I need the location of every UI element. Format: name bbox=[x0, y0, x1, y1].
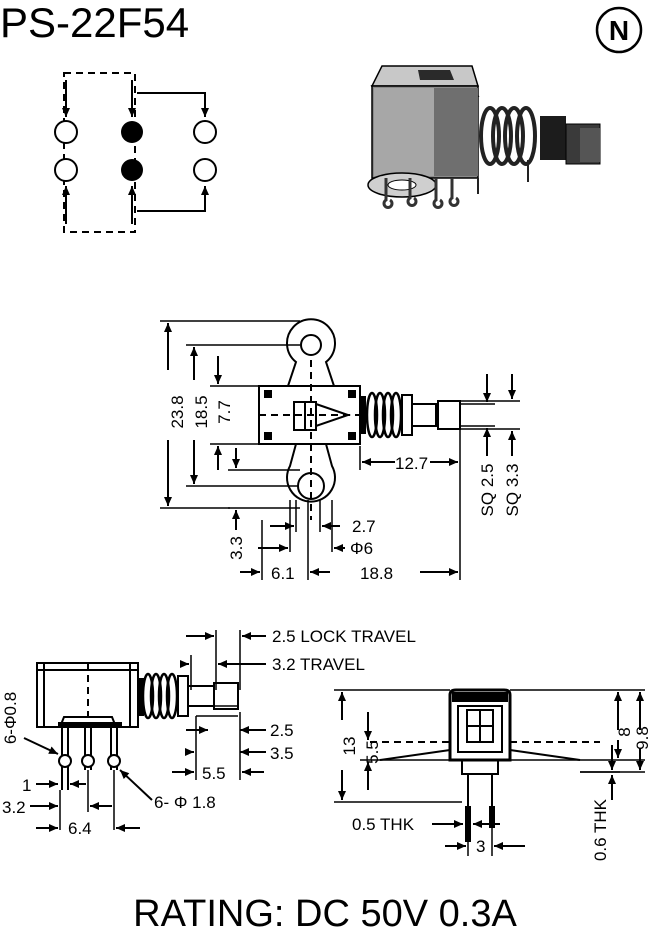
rating-text: RATING: DC 50V 0.3A bbox=[133, 893, 517, 935]
thickness-0-5-label: 0.5 THK bbox=[352, 815, 415, 834]
dim-end-8: 8 bbox=[615, 727, 634, 736]
part-number-title: PS-22F54 bbox=[0, 0, 189, 46]
brand-logo: N bbox=[595, 6, 643, 54]
dim-23-8: 23.8 bbox=[168, 395, 187, 428]
dim-side-5-5: 5.5 bbox=[202, 764, 226, 783]
lock-travel-label: 2.5 LOCK TRAVEL bbox=[272, 627, 416, 646]
end-view-drawing bbox=[334, 688, 645, 856]
dim-3-3: 3.3 bbox=[227, 536, 246, 560]
thickness-0-6-label: 0.6 THK bbox=[591, 798, 610, 861]
dim-end-3: 3 bbox=[476, 837, 485, 856]
dim-12-7: 12.7 bbox=[395, 454, 428, 473]
dim-phi-6: Φ6 bbox=[350, 539, 373, 558]
switch-schematic bbox=[54, 72, 217, 233]
travel-label: 3.2 TRAVEL bbox=[272, 655, 365, 674]
dim-2-7: 2.7 bbox=[352, 517, 376, 536]
svg-text:N: N bbox=[609, 15, 629, 46]
dim-end-5-5: 5.5 bbox=[363, 740, 382, 764]
dim-side-3-2: 3.2 bbox=[2, 798, 26, 817]
dim-end-13: 13 bbox=[340, 737, 359, 756]
dim-side-3-5: 3.5 bbox=[270, 744, 294, 763]
switch-product-image bbox=[367, 65, 601, 209]
side-view-dimensions: 2.5 LOCK TRAVEL 3.2 TRAVEL 2.5 3.5 5.5 6… bbox=[1, 627, 416, 838]
dim-side-6-4: 6.4 bbox=[68, 819, 92, 838]
top-view-dimensions: 23.8 18.5 7.7 12.7 SQ 2.5 SQ 3.3 2.7 Φ6 … bbox=[168, 395, 522, 583]
dim-sq-2-5: SQ 2.5 bbox=[478, 464, 497, 517]
dim-side-1: 1 bbox=[22, 776, 31, 795]
pin-diameter-label: 6-Φ0.8 bbox=[1, 692, 20, 744]
end-view-dimensions: 13 5.5 8 9.8 0.5 THK 3 0.6 THK bbox=[340, 726, 650, 861]
dim-18-8: 18.8 bbox=[360, 564, 393, 583]
dim-18-5: 18.5 bbox=[192, 395, 211, 428]
dim-6-1: 6.1 bbox=[271, 564, 295, 583]
hole-diameter-label: 6- Φ 1.8 bbox=[154, 793, 216, 812]
dim-side-2-5: 2.5 bbox=[270, 721, 294, 740]
side-view-drawing bbox=[23, 630, 266, 832]
dim-end-9-8: 9.8 bbox=[633, 726, 650, 750]
top-view-drawing bbox=[160, 318, 520, 580]
dim-7-7: 7.7 bbox=[215, 400, 234, 424]
dim-sq-3-3: SQ 3.3 bbox=[503, 464, 522, 517]
